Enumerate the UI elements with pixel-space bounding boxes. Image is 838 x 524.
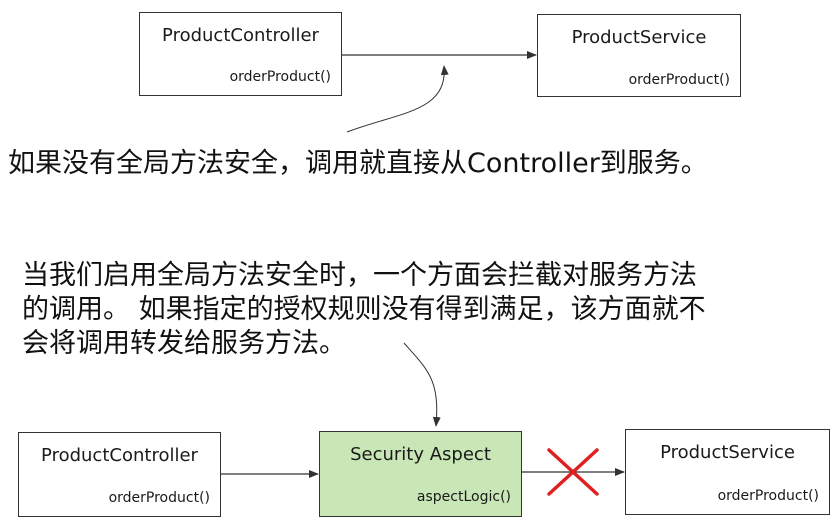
security-aspect-method: aspectLogic() (416, 489, 511, 505)
bottom-controller-box: ProductController orderProduct() (18, 432, 221, 517)
security-aspect-title: Security Aspect (350, 444, 491, 465)
bottom-controller-method: orderProduct() (108, 490, 210, 506)
top-service-title: ProductService (571, 27, 707, 48)
bottom-caption-line-3: 会将调用转发给服务方法。 (22, 328, 346, 359)
bottom-caption-line-2: 的调用。 如果指定的授权规则没有得到满足，该方面就不 (22, 294, 706, 325)
top-service-method: orderProduct() (628, 72, 730, 88)
top-pointer-arrow (346, 65, 449, 133)
bottom-service-method: orderProduct() (717, 488, 819, 504)
top-controller-method: orderProduct() (229, 69, 331, 85)
bottom-pointer-arrow (403, 342, 441, 427)
bottom-service-title: ProductService (660, 442, 795, 463)
blocked-cross-icon (547, 448, 599, 496)
top-caption: 如果没有全局方法安全，调用就直接从Controller到服务。 (8, 148, 708, 179)
top-service-box: ProductService orderProduct() (537, 14, 741, 97)
top-controller-title: ProductController (162, 25, 319, 46)
security-aspect-box: Security Aspect aspectLogic() (319, 431, 522, 517)
bottom-caption-line-1: 当我们启用全局方法安全时，一个方面会拦截对服务方法 (22, 260, 697, 291)
bottom-controller-title: ProductController (41, 445, 198, 466)
top-controller-box: ProductController orderProduct() (139, 12, 342, 96)
bottom-service-box: ProductService orderProduct() (625, 429, 830, 515)
